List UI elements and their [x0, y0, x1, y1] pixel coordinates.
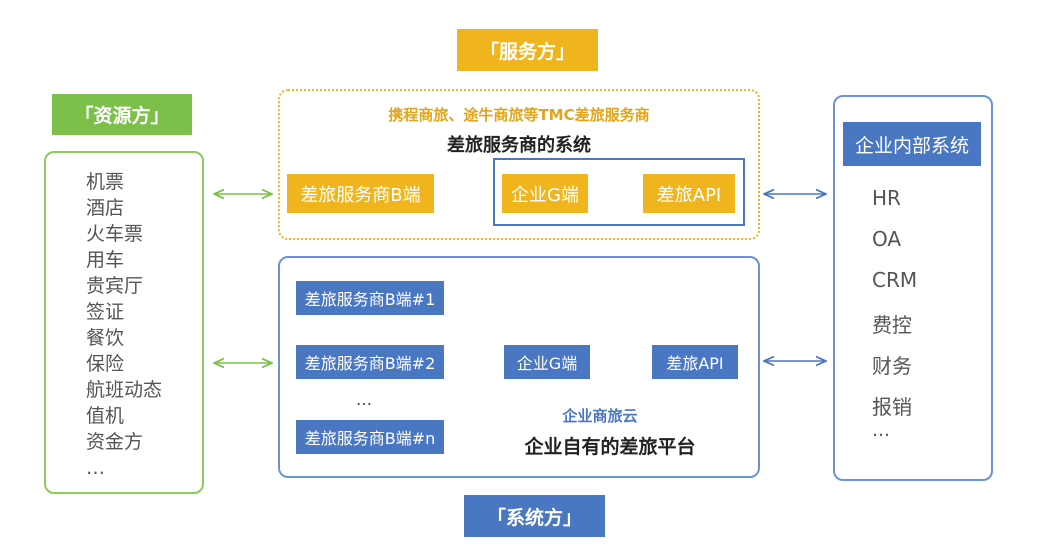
system-api-box: 差旅API	[652, 345, 738, 379]
service-title: 差旅服务商的系统	[447, 135, 591, 156]
enterprise-item: HR	[872, 186, 901, 210]
system-b1-box: 差旅服务商B端#1	[296, 281, 444, 315]
enterprise-item: 费控	[872, 313, 912, 337]
resource-item: 值机	[86, 405, 125, 427]
resource-item: 用车	[86, 249, 125, 271]
resource-list: 机票 酒店 火车票 用车 贵宾厅 签证 餐饮 保险 航班动态 值机 资金方 …	[86, 169, 162, 481]
service-subtitle: 携程商旅、途牛商旅等TMC差旅服务商	[388, 106, 650, 124]
resource-item: 资金方	[86, 431, 144, 453]
system-b2-box: 差旅服务商B端#2	[296, 345, 444, 379]
enterprise-item: 财务	[872, 354, 912, 378]
resource-item: 火车票	[86, 223, 144, 245]
enterprise-item: OA	[872, 227, 902, 251]
system-bn-box: 差旅服务商B端#n	[296, 420, 444, 454]
system-g-end-box: 企业G端	[504, 345, 590, 379]
service-tag: 「服务方」	[457, 29, 598, 71]
enterprise-item: 报销	[872, 395, 912, 419]
resource-item: 酒店	[86, 197, 125, 219]
service-panel	[278, 89, 760, 240]
resource-panel	[44, 151, 204, 494]
resource-item: 贵宾厅	[86, 275, 144, 297]
service-inner-group	[493, 158, 745, 226]
service-g-end-box: 企业G端	[502, 174, 588, 213]
resource-item: …	[86, 457, 105, 479]
enterprise-header: 企业内部系统	[843, 122, 981, 166]
system-ellipsis: …	[356, 390, 372, 409]
resource-item: 机票	[86, 171, 125, 193]
enterprise-item: CRM	[872, 268, 918, 292]
resource-item: 航班动态	[86, 379, 163, 401]
resource-item: 餐饮	[86, 327, 125, 349]
service-api-box: 差旅API	[643, 174, 735, 213]
resource-tag: 「资源方」	[52, 94, 192, 135]
system-subtitle: 企业商旅云	[562, 407, 638, 425]
resource-item: 保险	[86, 353, 125, 375]
resource-item: 签证	[86, 301, 125, 323]
system-tag: 「系统方」	[464, 495, 605, 537]
service-b-end-box: 差旅服务商B端	[287, 174, 434, 213]
system-title: 企业自有的差旅平台	[524, 436, 696, 458]
enterprise-item: …	[872, 420, 890, 441]
